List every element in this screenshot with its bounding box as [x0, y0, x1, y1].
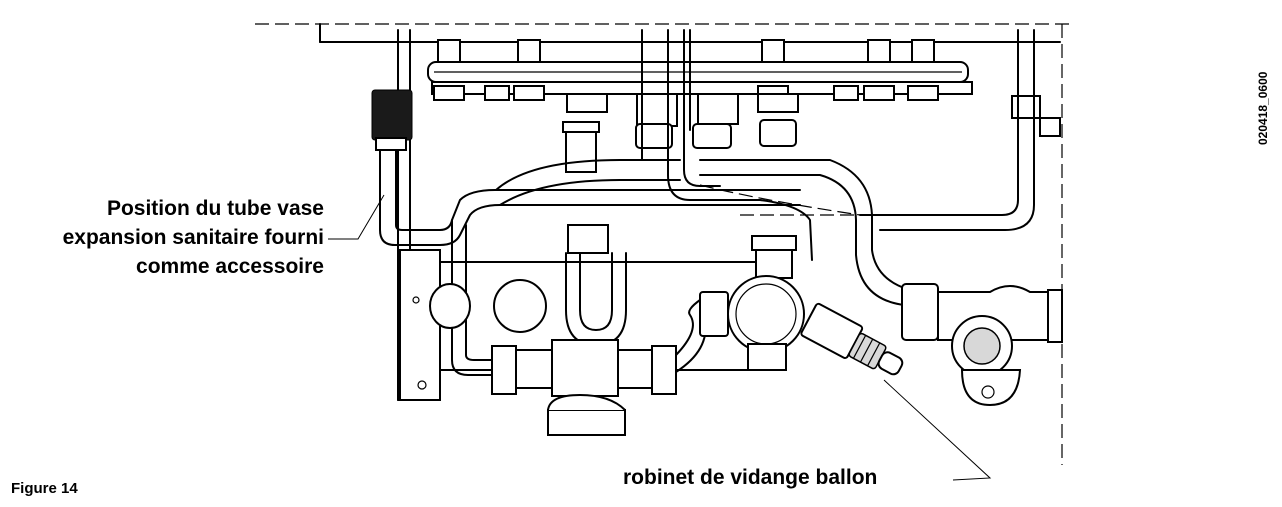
u-tube [565, 224, 627, 346]
expansion-tube-accessory [371, 89, 801, 246]
panel-holes [429, 261, 761, 371]
lower-valve-assembly [491, 291, 729, 436]
leader-lines [328, 194, 992, 481]
callout-line-2: expansion sanitaire fourni [62, 226, 324, 249]
callout-line-3: comme accessoire [136, 255, 324, 278]
right-elbow-fitting [901, 283, 1063, 407]
figure-caption: Figure 14 [11, 480, 78, 497]
document-code: 020418_0600 [1256, 72, 1276, 146]
drain-valve [727, 235, 904, 376]
drain-valve-callout: robinet de vidange ballon [623, 466, 878, 489]
top-manifold [427, 39, 973, 101]
expansion-tube-callout: Position du tube vase expansion sanitair… [63, 194, 324, 281]
callout-line-1: Position du tube vase [106, 197, 324, 220]
document-code-text: 020418_0600 [1256, 71, 1270, 145]
flexible-hoses [451, 29, 1035, 376]
